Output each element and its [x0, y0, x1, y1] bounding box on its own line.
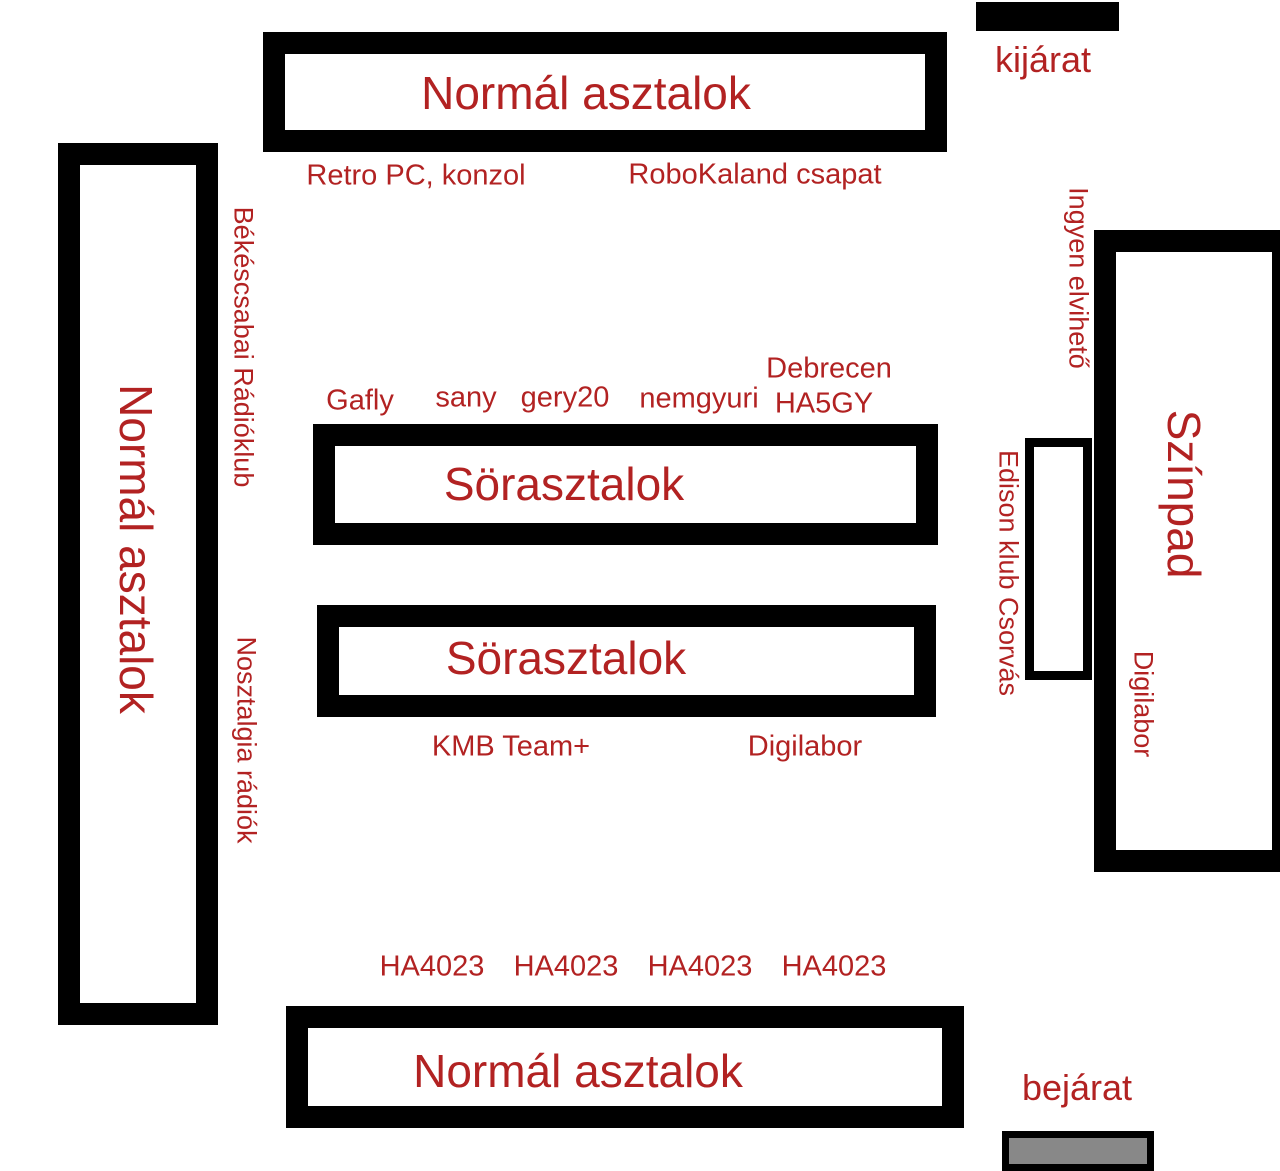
exit-door: [976, 2, 1119, 31]
gafly-label: Gafly: [326, 384, 394, 417]
ha5gy-label: HA5GY: [774, 387, 874, 420]
beer-tables-bottom-label: Sörasztalok: [445, 632, 687, 684]
ha4023-label-4: HA4023: [781, 950, 887, 983]
edison-table: [1025, 438, 1092, 680]
sany-label: sany: [435, 381, 497, 414]
normal-tables-top: [263, 32, 947, 152]
ha4023-label-2: HA4023: [513, 950, 619, 983]
exit-label: kijárat: [994, 39, 1092, 80]
beer-tables-top: [313, 424, 938, 545]
beer-tables-top-label: Sörasztalok: [443, 458, 685, 510]
normal-tables-top-label: Normál asztalok: [421, 67, 751, 119]
entrance-door: [1002, 1131, 1154, 1171]
retro-label: Retro PC, konzol: [306, 159, 526, 192]
nemgyuri-label: nemgyuri: [639, 382, 759, 415]
ingyen-label: Ingyen elvihető: [1063, 187, 1094, 369]
ha4023-label-3: HA4023: [647, 950, 753, 983]
edison-label: Edison klub Csorvás: [993, 449, 1024, 697]
robokaland-label: RoboKaland csapat: [628, 158, 882, 191]
beer-tables-bottom: [317, 605, 936, 717]
bekescsabai-label: Békéscsabai Rádióklub: [228, 206, 259, 488]
gery20-label: gery20: [520, 381, 610, 414]
stage-label: Színpad: [1158, 409, 1210, 579]
kmb-label: KMB Team+: [431, 730, 591, 763]
normal-tables-bottom: [286, 1006, 964, 1128]
entrance-label: bejárat: [1021, 1067, 1133, 1108]
normal-tables-left: [58, 143, 218, 1025]
normal-tables-bottom-label: Normál asztalok: [413, 1045, 743, 1097]
digilabor-label: Digilabor: [747, 730, 863, 763]
debrecen-label: Debrecen: [766, 352, 892, 385]
stage: [1094, 230, 1280, 872]
digilabor-stage-label: Digilabor: [1128, 650, 1159, 758]
normal-tables-left-label: Normál asztalok: [110, 384, 162, 714]
nosztalgia-label: Nosztalgia rádiók: [231, 636, 262, 844]
ha4023-label-1: HA4023: [379, 950, 485, 983]
